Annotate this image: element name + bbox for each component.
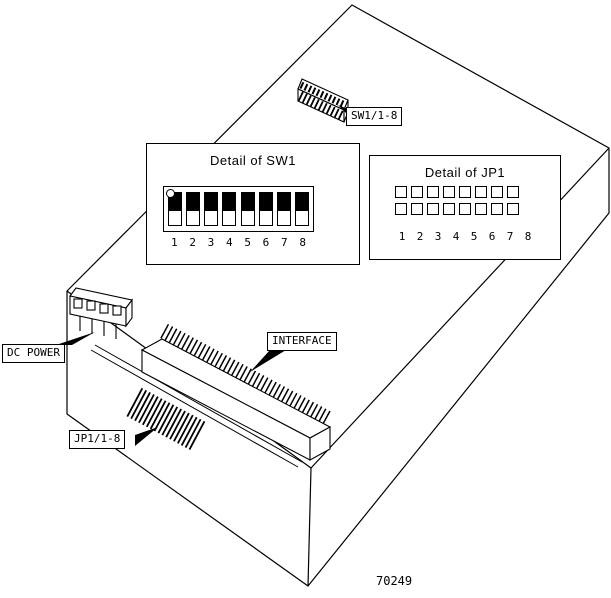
pin-number: 7 [506,230,514,243]
jumper-cell [443,186,455,198]
pin-number: 5 [244,236,251,249]
pin-number: 6 [488,230,496,243]
interface-connector-drawing [140,323,332,461]
dip-switch-cell [240,192,255,226]
pin-number: 5 [470,230,478,243]
jumper-cell [395,186,407,198]
pin-number: 8 [299,236,306,249]
detail-box-sw1: Detail of SW1 1 2 3 4 5 6 7 8 [146,143,360,265]
dip-switch-cell [258,192,273,226]
pin-number: 1 [398,230,406,243]
jp1-callout-pointer [135,427,158,446]
pin-number: 2 [416,230,424,243]
jumper-cell [427,203,439,215]
jumper-cell [411,186,423,198]
pin1-indicator-dot [166,189,175,198]
dip-switch-cell [294,192,309,226]
pin-number: 4 [226,236,233,249]
callout-pointers [56,105,353,446]
detail-jp1-title: Detail of JP1 [424,165,506,180]
jp1-pin-numbers: 1 2 3 4 5 6 7 8 [395,230,535,243]
sw1-switch-drawing [297,78,349,123]
sw1-pin-numbers: 1 2 3 4 5 6 7 8 [163,236,314,249]
dip-switch-actuator [241,193,254,211]
jumper-cell [443,203,455,215]
interface-callout-pointer [250,350,286,372]
dip-switch-actuator [277,193,290,211]
pin-number: 3 [207,236,215,249]
callout-interface-label: INTERFACE [267,332,337,352]
pin-number: 8 [524,230,532,243]
dip-switch-actuator [295,193,308,211]
jumper-cell [427,186,439,198]
pin-number: 7 [280,236,288,249]
jumper-cell [411,203,423,215]
jumper-cell [507,186,519,198]
callout-sw1-label: SW1/1-8 [346,107,403,127]
jumper-cell [475,186,487,198]
jumper-cell [459,203,471,215]
jumper-cell [475,203,487,215]
dip-switch-cell [276,192,291,226]
jumper-cell [459,186,471,198]
dip-switch-actuator [187,193,200,211]
chassis-outline [66,4,610,587]
pin-number: 2 [189,236,196,249]
detail-sw1-title: Detail of SW1 [210,153,296,168]
dip-switch-cell [186,192,201,226]
jumper-cell [507,203,519,215]
callout-dc-power-label: DC POWER [2,344,65,364]
dip-switch-cell [204,192,219,226]
dip-switch-actuator [205,193,218,211]
dip-switch-actuator [223,193,236,211]
circuit-board-strip [90,344,303,468]
dip-switch-actuator [259,193,272,211]
pin-number: 6 [262,236,270,249]
pin-number: 4 [452,230,460,243]
detail-box-jp1: Detail of JP1 1 2 3 4 5 6 7 [369,155,561,260]
pin-number: 3 [434,230,442,243]
jp1-pins-drawing [126,387,206,451]
dc-power-connector-drawing [69,287,133,339]
pin-number: 1 [171,236,178,249]
callout-jp1-label: JP1/1-8 [69,430,126,450]
figure-number: 70249 [376,574,413,588]
dip-switch-cell [222,192,237,226]
sw1-dip-switch-graphic [163,186,314,232]
jp1-jumper-grid [395,186,519,215]
jumper-cell [491,203,503,215]
jumper-cell [395,203,407,215]
jumper-cell [491,186,503,198]
dc-power-callout-pointer [56,332,95,345]
